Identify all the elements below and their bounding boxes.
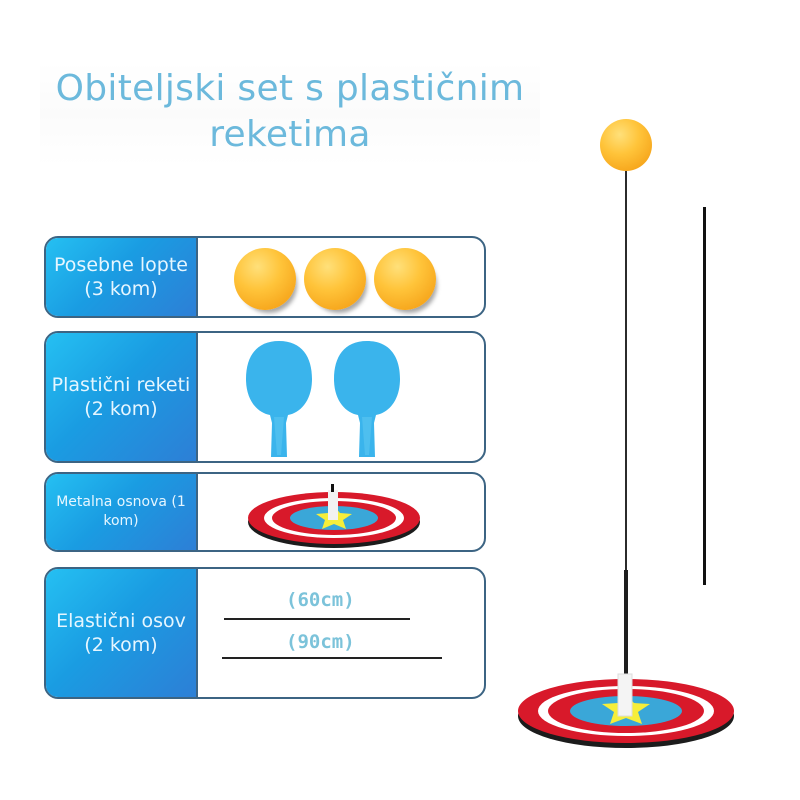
elastic-rod-icon bbox=[224, 618, 410, 620]
title-band bbox=[40, 62, 540, 166]
item-image: (60cm) (90cm) bbox=[196, 569, 484, 697]
page-title: Obiteljski set s plastičnim reketima bbox=[40, 66, 540, 158]
orange-ball-icon bbox=[234, 248, 296, 310]
orange-ball-icon bbox=[304, 248, 366, 310]
title-line-1: Obiteljski set s plastičnim bbox=[55, 68, 525, 109]
item-image bbox=[196, 474, 484, 550]
item-row-rods: Elastični osov (2 kom) (60cm) (90cm) bbox=[44, 567, 486, 699]
item-row-paddles: Plastični reketi (2 kom) bbox=[44, 331, 486, 463]
item-row-base: Metalna osnova (1 kom) bbox=[44, 472, 486, 552]
item-label: Posebne lopte (3 kom) bbox=[46, 238, 196, 316]
target-base-icon bbox=[248, 484, 420, 548]
orange-ball-icon bbox=[600, 119, 652, 171]
rod-sleeve bbox=[624, 570, 628, 692]
title-line-2: reketima bbox=[209, 114, 371, 155]
elastic-rod-icon bbox=[625, 171, 627, 571]
item-label: Elastični osov (2 kom) bbox=[46, 569, 196, 697]
item-label: Metalna osnova (1 kom) bbox=[46, 474, 196, 550]
item-image bbox=[196, 333, 484, 461]
target-base-icon bbox=[518, 673, 734, 748]
blue-paddle-icon bbox=[246, 341, 312, 457]
rod-length-90: (90cm) bbox=[286, 631, 355, 653]
blue-paddle-icon bbox=[334, 341, 400, 457]
item-image bbox=[196, 238, 484, 316]
rod-length-60: (60cm) bbox=[286, 589, 355, 611]
orange-ball-icon bbox=[374, 248, 436, 310]
item-row-balls: Posebne lopte (3 kom) bbox=[44, 236, 486, 318]
elastic-rod-icon bbox=[222, 657, 442, 659]
elastic-rod-icon bbox=[703, 207, 706, 585]
item-label: Plastični reketi (2 kom) bbox=[46, 333, 196, 461]
